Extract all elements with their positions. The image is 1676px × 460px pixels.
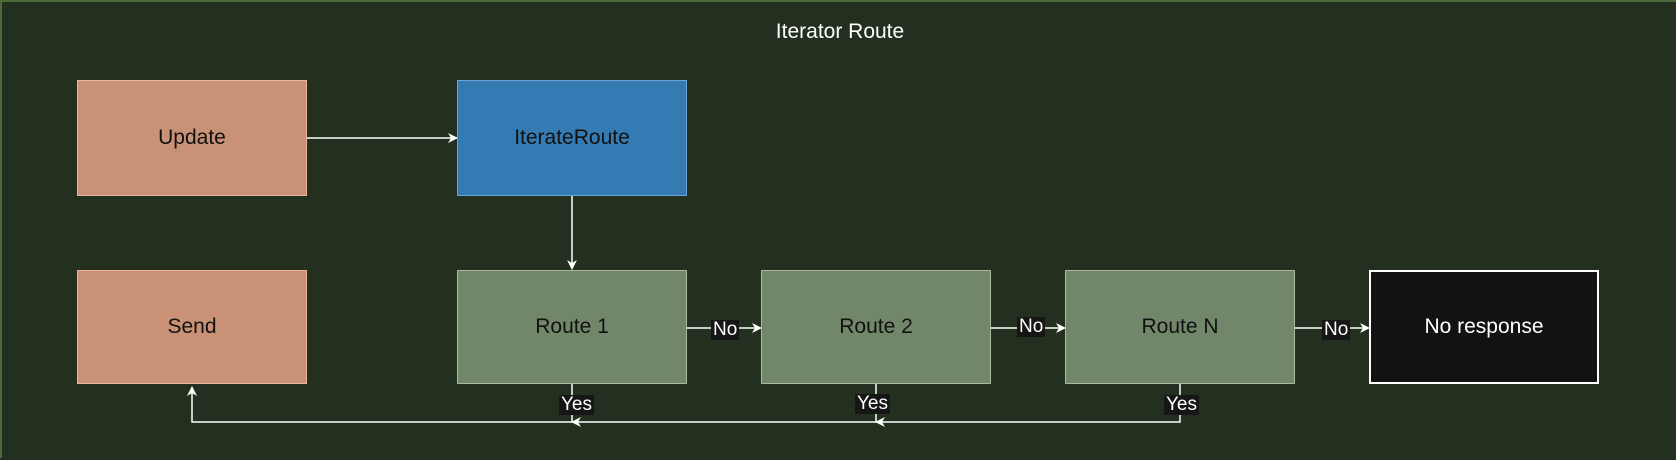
edge-routeN-yes <box>875 384 1181 427</box>
edge-label-routeN-yes: Yes <box>1164 394 1199 415</box>
edge-label-route2-no: No <box>1017 316 1046 337</box>
diagram-title: Iterator Route <box>775 20 905 43</box>
edge-route1-yes <box>187 384 573 423</box>
edge-label-route1-yes: Yes <box>559 394 594 415</box>
edge-label-route1-no: No <box>711 319 740 340</box>
edge-label-routeN-no: No <box>1322 319 1351 340</box>
node-no-response[interactable]: No response <box>1369 270 1599 384</box>
node-update[interactable]: Update <box>77 80 307 196</box>
node-iterate-route[interactable]: IterateRoute <box>457 80 687 196</box>
node-route-2[interactable]: Route 2 <box>761 270 991 384</box>
edge-route2-yes <box>571 384 877 427</box>
node-send[interactable]: Send <box>77 270 307 384</box>
node-route-n[interactable]: Route N <box>1065 270 1295 384</box>
edge-label-route2-yes: Yes <box>855 393 890 414</box>
node-route-1[interactable]: Route 1 <box>457 270 687 384</box>
